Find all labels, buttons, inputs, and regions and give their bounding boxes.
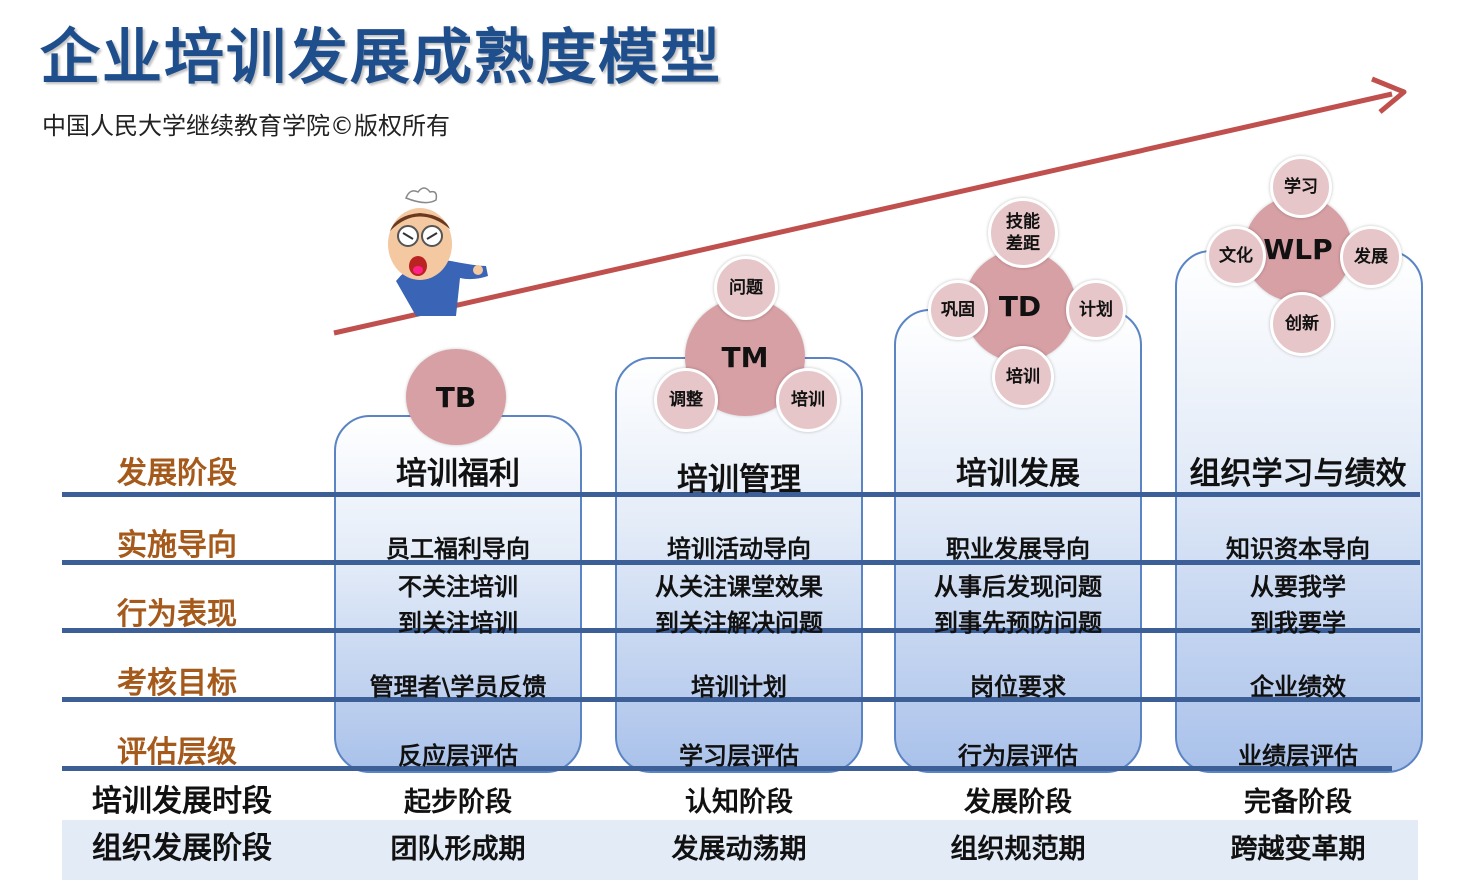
behavior-cell-to: 到事先预防问题 (934, 609, 1102, 637)
row-label-orientation: 实施导向 (117, 528, 237, 563)
bottom-band (62, 820, 1418, 880)
period-cell: 完备阶段 (1244, 787, 1352, 818)
period-cell: 起步阶段 (404, 787, 512, 818)
period-cell: 认知阶段 (685, 787, 793, 818)
orientation-cell: 员工福利导向 (386, 535, 530, 563)
orientation-cell: 知识资本导向 (1226, 535, 1370, 563)
stage-name: 培训管理 (677, 462, 801, 498)
behavior-cell-from: 从事后发现问题 (934, 573, 1102, 601)
row-divider (62, 628, 1420, 633)
target-cell: 岗位要求 (970, 673, 1066, 701)
satellite-bubble: 文化 (1206, 226, 1266, 286)
behavior-cell-from: 不关注培训 (398, 573, 518, 601)
behavior-cell-to: 到我要学 (1250, 609, 1346, 637)
row-label-eval: 评估层级 (117, 735, 237, 770)
satellite-bubble: 学习 (1270, 156, 1332, 218)
orientation-cell: 职业发展导向 (946, 535, 1090, 563)
row-label-behavior: 行为表现 (117, 597, 237, 632)
bottom-label-period: 培训发展时段 (92, 784, 272, 819)
satellite-bubble: 发展 (1340, 226, 1402, 288)
page-title: 企业培训发展成熟度模型 (40, 23, 722, 93)
row-label-stage: 发展阶段 (117, 456, 237, 491)
stage-card-tb (334, 415, 582, 773)
org-phase-cell: 组织规范期 (950, 834, 1086, 865)
satellite-bubble: 培训 (992, 346, 1054, 408)
behavior-cell-from: 从关注课堂效果 (655, 573, 823, 601)
satellite-bubble: 调整 (654, 368, 718, 432)
core-bubble-tb: TB (406, 349, 506, 445)
eval-cell: 学习层评估 (679, 742, 799, 770)
behavior-cell-from: 从要我学 (1250, 573, 1346, 601)
bottom-label-org: 组织发展阶段 (92, 831, 272, 866)
stage-name: 培训发展 (956, 456, 1080, 492)
satellite-bubble: 创新 (1270, 292, 1334, 356)
org-phase-cell: 跨越变革期 (1230, 834, 1366, 865)
satellite-bubble: 巩固 (928, 280, 988, 340)
org-phase-cell: 发展动荡期 (671, 834, 807, 865)
angry-man-icon (388, 187, 488, 316)
stage-name: 组织学习与绩效 (1189, 456, 1407, 492)
orientation-cell: 培训活动导向 (667, 535, 811, 563)
satellite-bubble: 技能 差距 (988, 198, 1058, 268)
satellite-bubble: 问题 (714, 256, 778, 320)
period-cell: 发展阶段 (964, 787, 1072, 818)
eval-cell: 行为层评估 (958, 742, 1078, 770)
satellite-bubble: 培训 (776, 368, 840, 432)
row-divider (62, 697, 1420, 702)
target-cell: 企业绩效 (1250, 673, 1346, 701)
target-cell: 管理者\学员反馈 (369, 673, 547, 701)
eval-cell: 业绩层评估 (1238, 742, 1358, 770)
row-divider (62, 766, 1392, 771)
page-subtitle: 中国人民大学继续教育学院©版权所有 (42, 112, 450, 140)
satellite-bubble: 计划 (1066, 280, 1126, 340)
eval-cell: 反应层评估 (398, 742, 518, 770)
target-cell: 培训计划 (691, 673, 787, 701)
row-divider (62, 492, 1420, 497)
org-phase-cell: 团队形成期 (390, 834, 526, 865)
stage-name: 培训福利 (396, 456, 520, 492)
behavior-cell-to: 到关注培训 (398, 609, 518, 637)
row-divider (62, 560, 1420, 565)
row-label-target: 考核目标 (117, 666, 237, 701)
behavior-cell-to: 到关注解决问题 (655, 609, 823, 637)
